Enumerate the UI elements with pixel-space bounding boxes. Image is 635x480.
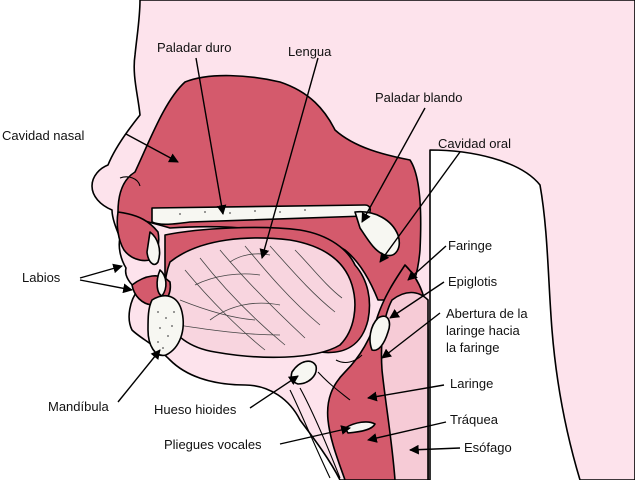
vocal-folds — [344, 421, 376, 434]
hard-palate — [151, 204, 372, 226]
label-laringe: Laringe — [450, 376, 493, 391]
leader-arrows — [79, 57, 461, 455]
arrow-cavidad-oral — [379, 151, 461, 263]
label-abertura-line1: Abertura de la — [446, 306, 528, 321]
labels: Paladar duro Lengua Paladar blando Cavid… — [2, 40, 528, 455]
epiglottis — [369, 315, 391, 352]
arrow-paladar-duro — [195, 57, 227, 215]
arrow-abertura — [381, 312, 441, 359]
label-cavidad-oral: Cavidad oral — [438, 136, 511, 151]
arrow-cavidad-nasal — [125, 133, 179, 163]
palate-dots — [179, 209, 306, 215]
label-mandibula: Mandíbula — [48, 399, 109, 414]
label-traquea: Tráquea — [450, 412, 499, 427]
arrow-pliegues-vocales — [279, 425, 351, 445]
label-labios: Labios — [22, 270, 61, 285]
arrow-lengua — [259, 57, 319, 259]
label-abertura-line2: laringe hacia — [446, 323, 520, 338]
label-hueso-hioides: Hueso hioides — [154, 402, 237, 417]
arrow-esofago — [409, 444, 461, 455]
label-cavidad-nasal: Cavidad nasal — [2, 128, 84, 143]
arrow-hueso-hioides — [249, 375, 299, 409]
label-epiglotis: Epiglotis — [448, 274, 498, 289]
arrow-epiglotis — [389, 281, 445, 319]
arrow-mandibula — [117, 349, 161, 403]
upper-tooth — [146, 231, 161, 266]
arrow-labios-bottom — [79, 279, 133, 294]
tongue-fibers — [177, 245, 343, 351]
label-esofago: Esófago — [464, 440, 512, 455]
mandible-dots — [157, 311, 175, 349]
nostril — [119, 176, 141, 187]
arrow-faringe — [407, 245, 447, 281]
label-faringe: Faringe — [448, 238, 492, 253]
arrow-traquea — [367, 421, 447, 443]
label-pliegues-vocales: Pliegues vocales — [164, 437, 262, 452]
mandible — [147, 295, 184, 357]
arrow-paladar-blando — [361, 107, 426, 223]
neck-lines — [289, 354, 363, 479]
tongue — [164, 237, 356, 359]
label-paladar-blando: Paladar blando — [375, 90, 462, 105]
label-abertura-line3: la faringe — [446, 340, 499, 355]
arrow-laringe — [367, 384, 445, 402]
label-lengua: Lengua — [288, 44, 332, 59]
label-paladar-duro: Paladar duro — [157, 40, 231, 55]
arrow-labios-top — [79, 263, 123, 279]
